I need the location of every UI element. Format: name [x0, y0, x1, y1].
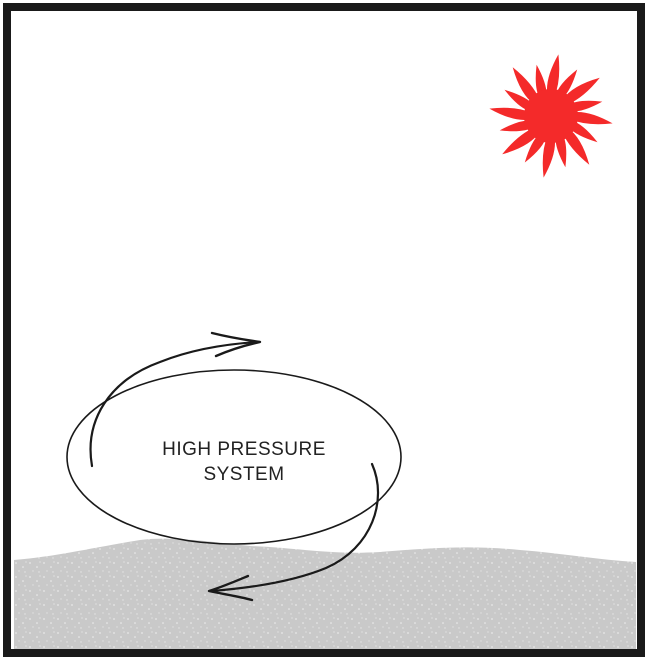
sun-disc — [524, 89, 578, 143]
diagram-label-line2: SYSTEM — [203, 464, 284, 485]
ground — [14, 539, 636, 650]
diagram-label-line1: HIGH PRESSURE — [162, 439, 326, 460]
